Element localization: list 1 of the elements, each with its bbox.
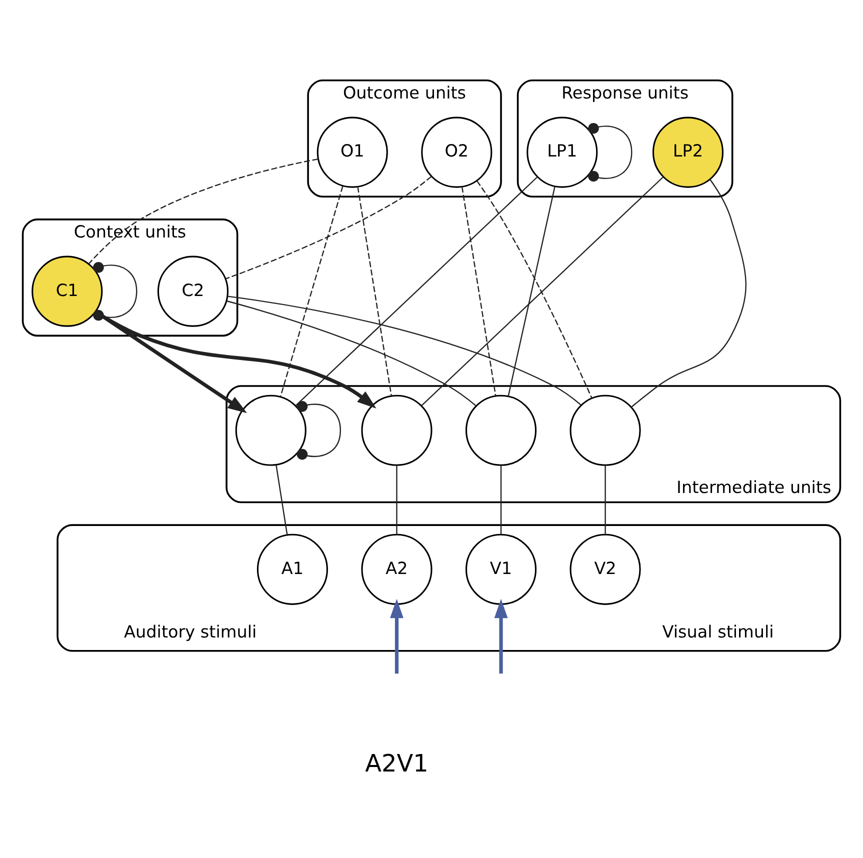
label: A2V1 (365, 750, 428, 778)
